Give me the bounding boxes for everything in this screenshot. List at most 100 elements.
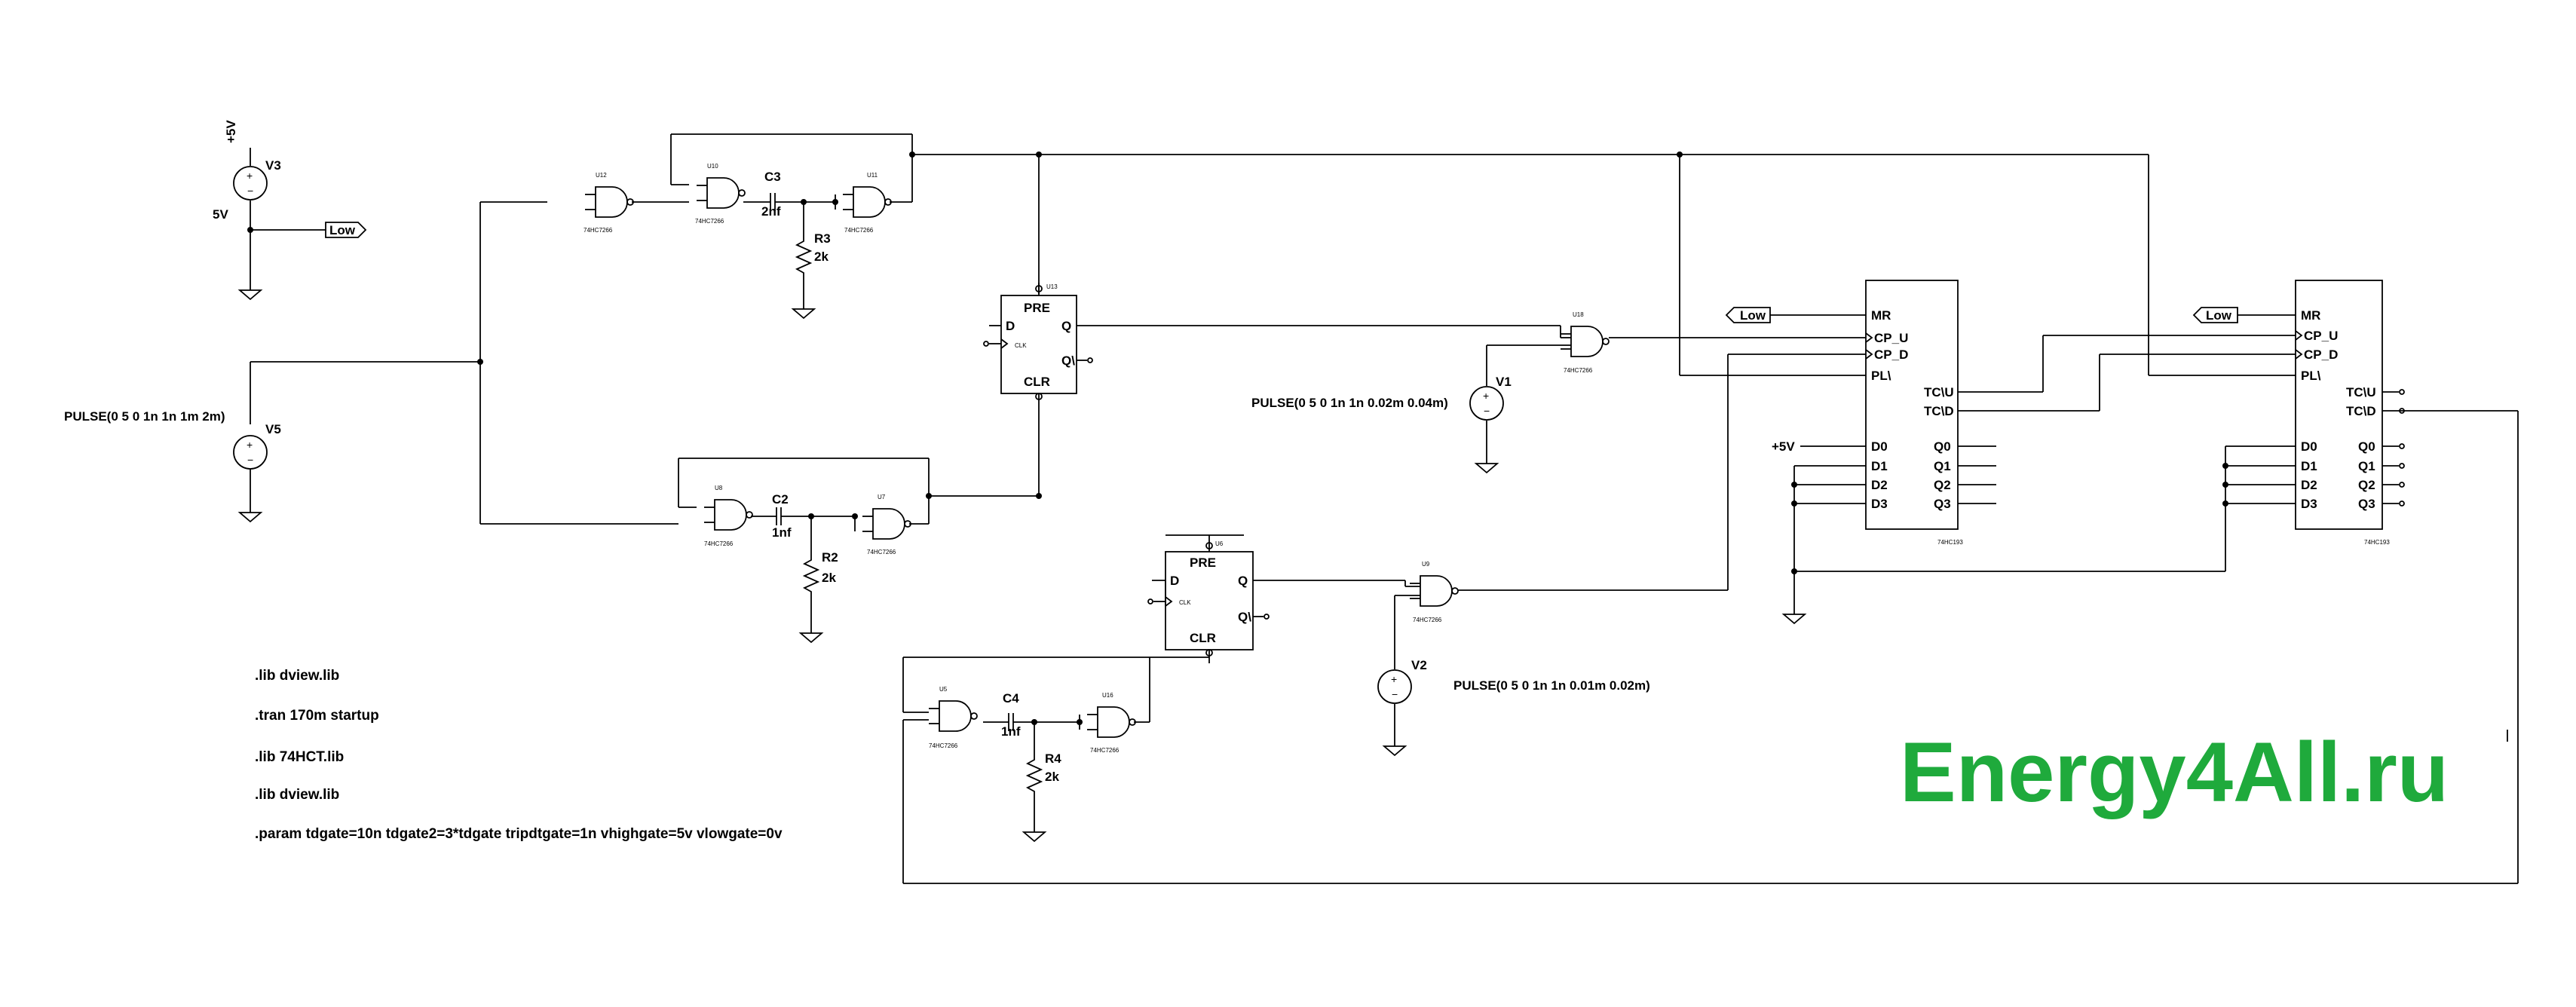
counter-pin-q3: Q3 bbox=[1934, 497, 1951, 511]
source-v1: V1 PULSE(0 5 0 1n 1n 0.02m 0.04m) bbox=[1251, 375, 1512, 473]
counter-pin-tcd: TC\D bbox=[1924, 404, 1954, 418]
v3-value: 5V bbox=[213, 207, 228, 222]
gate-u8: U8 74HC7266 bbox=[703, 485, 753, 547]
directive-2: .tran 170m startup bbox=[255, 708, 379, 724]
ff-ref: U6 bbox=[1215, 540, 1224, 547]
net-label-text: Low bbox=[329, 223, 356, 237]
v3-ref: V3 bbox=[265, 158, 281, 173]
counter-pin-d0: D0 bbox=[2301, 439, 2317, 454]
ff-pin-d: D bbox=[1006, 319, 1015, 333]
flipflop-u6: U6 PRE CLR D Q Q\ CLK bbox=[1147, 535, 1270, 657]
ff-pin-clk: CLK bbox=[1179, 599, 1191, 606]
flipflop-u13: U13 PRE CLR D Q Q\ CLK bbox=[983, 283, 1093, 400]
v3-supply-label: +5V bbox=[224, 120, 238, 143]
resistor-value: 2k bbox=[822, 571, 836, 585]
counter-pin-d2: D2 bbox=[2301, 478, 2317, 492]
gate-type: 74HC7266 bbox=[704, 540, 734, 547]
ff-pin-pre: PRE bbox=[1190, 556, 1216, 570]
counter-pin-pl: PL\ bbox=[2301, 369, 2321, 383]
junctions bbox=[247, 152, 2228, 725]
resistor-r3: R3 2k bbox=[792, 231, 831, 319]
counter-pin-d2: D2 bbox=[1871, 478, 1888, 492]
directive-4: .lib dview.lib bbox=[255, 787, 339, 803]
capacitor-ref: C4 bbox=[1003, 691, 1019, 706]
ff-pin-q: Q bbox=[1238, 574, 1248, 588]
gate-type: 74HC7266 bbox=[1090, 747, 1120, 754]
counter-pin-q0: Q0 bbox=[2358, 439, 2375, 454]
counter-pin-d0: D0 bbox=[1871, 439, 1888, 454]
net-label-plus5v: +5V bbox=[1772, 439, 1795, 454]
wires bbox=[250, 133, 2519, 884]
gate-type: 74HC7266 bbox=[695, 218, 724, 225]
resistor-value: 2k bbox=[814, 249, 829, 264]
source-v2: V2 PULSE(0 5 0 1n 1n 0.01m 0.02m) bbox=[1377, 658, 1650, 756]
counter-pin-mr: MR bbox=[2301, 308, 2320, 323]
counter-pin-q3: Q3 bbox=[2358, 497, 2375, 511]
net-label-text: Low bbox=[1740, 308, 1766, 323]
gate-type: 74HC7266 bbox=[929, 742, 958, 749]
counter-pin-cpu: CP_U bbox=[1874, 331, 1908, 345]
source-v5: V5 PULSE(0 5 0 1n 1n 1m 2m) bbox=[64, 409, 281, 522]
gate-ref: U8 bbox=[715, 485, 723, 491]
counter-pin-mr: MR bbox=[1871, 308, 1891, 323]
gate-ref: U10 bbox=[707, 163, 718, 170]
capacitor-c4: C4 1nf bbox=[1001, 691, 1021, 739]
counter-pin-q2: Q2 bbox=[2358, 478, 2375, 492]
v1-ref: V1 bbox=[1496, 375, 1512, 389]
v2-ref: V2 bbox=[1411, 658, 1427, 672]
directive-5: .param tdgate=10n tdgate2=3*tdgate tripd… bbox=[255, 826, 783, 842]
ff-pin-q: Q bbox=[1061, 319, 1071, 333]
capacitor-value: 1nf bbox=[772, 525, 792, 540]
gate-u16: U16 74HC7266 bbox=[1086, 692, 1136, 754]
gate-type: 74HC7266 bbox=[844, 227, 874, 234]
resistor-ref: R2 bbox=[822, 550, 838, 565]
net-label-low-right-counter: Low bbox=[2192, 307, 2238, 323]
resistor-r4: R4 2k bbox=[1023, 751, 1061, 842]
counter-pin-q0: Q0 bbox=[1934, 439, 1951, 454]
gate-u11: U11 74HC7266 bbox=[842, 172, 892, 234]
gate-u18: U18 74HC7266 bbox=[1560, 311, 1610, 374]
gate-ref: U5 bbox=[939, 686, 948, 693]
gate-u12: U12 74HC7266 bbox=[584, 172, 634, 234]
counter-pin-q2: Q2 bbox=[1934, 478, 1951, 492]
counter-pin-q1: Q1 bbox=[1934, 459, 1951, 473]
resistor-value: 2k bbox=[1045, 770, 1059, 784]
resistor-ref: R4 bbox=[1045, 751, 1061, 766]
capacitor-ref: C3 bbox=[764, 170, 781, 184]
ff-pin-qbar: Q\ bbox=[1238, 610, 1251, 624]
ff-pin-clr: CLR bbox=[1190, 631, 1216, 645]
source-v3: +5V V3 5V bbox=[213, 120, 281, 300]
v5-ref: V5 bbox=[265, 422, 281, 436]
gate-type: 74HC7266 bbox=[1413, 617, 1442, 623]
ff-pin-pre: PRE bbox=[1024, 301, 1050, 315]
counter-pin-cpd: CP_D bbox=[1874, 347, 1908, 362]
counter-pin-pl: PL\ bbox=[1871, 369, 1891, 383]
counter-pin-cpd: CP_D bbox=[2304, 347, 2338, 362]
counter-pin-cpu: CP_U bbox=[2304, 329, 2338, 343]
gate-ref: U18 bbox=[1573, 311, 1584, 318]
counter-pin-d1: D1 bbox=[2301, 459, 2317, 473]
gate-u10: U10 74HC7266 bbox=[695, 163, 746, 225]
v1-value: PULSE(0 5 0 1n 1n 0.02m 0.04m) bbox=[1251, 396, 1448, 410]
ff-pin-clr: CLR bbox=[1024, 375, 1050, 389]
gate-ref: U7 bbox=[878, 494, 886, 500]
capacitor-ref: C2 bbox=[772, 492, 789, 507]
gate-ref: U16 bbox=[1102, 692, 1113, 699]
counter-pin-d3: D3 bbox=[2301, 497, 2317, 511]
gate-type: 74HC7266 bbox=[584, 227, 613, 234]
resistor-ref: R3 bbox=[814, 231, 831, 246]
counter-right: MR CP_U CP_D PL\ TC\U TC\D D0 D1 D2 D3 Q… bbox=[2295, 280, 2405, 546]
counter-pin-d3: D3 bbox=[1871, 497, 1888, 511]
capacitor-value: 1nf bbox=[1001, 724, 1021, 739]
net-label-low-v3: Low bbox=[325, 222, 367, 238]
gate-ref: U12 bbox=[596, 172, 607, 179]
gate-ref: U9 bbox=[1422, 561, 1430, 568]
capacitor-value: 2nf bbox=[761, 204, 781, 219]
counter-type: 74HC193 bbox=[2364, 539, 2390, 546]
v5-value: PULSE(0 5 0 1n 1n 1m 2m) bbox=[64, 409, 225, 424]
capacitor-c2: C2 1nf bbox=[772, 492, 792, 540]
counter-pin-d1: D1 bbox=[1871, 459, 1888, 473]
v2-value: PULSE(0 5 0 1n 1n 0.01m 0.02m) bbox=[1453, 678, 1650, 693]
counter-type: 74HC193 bbox=[1937, 539, 1963, 546]
